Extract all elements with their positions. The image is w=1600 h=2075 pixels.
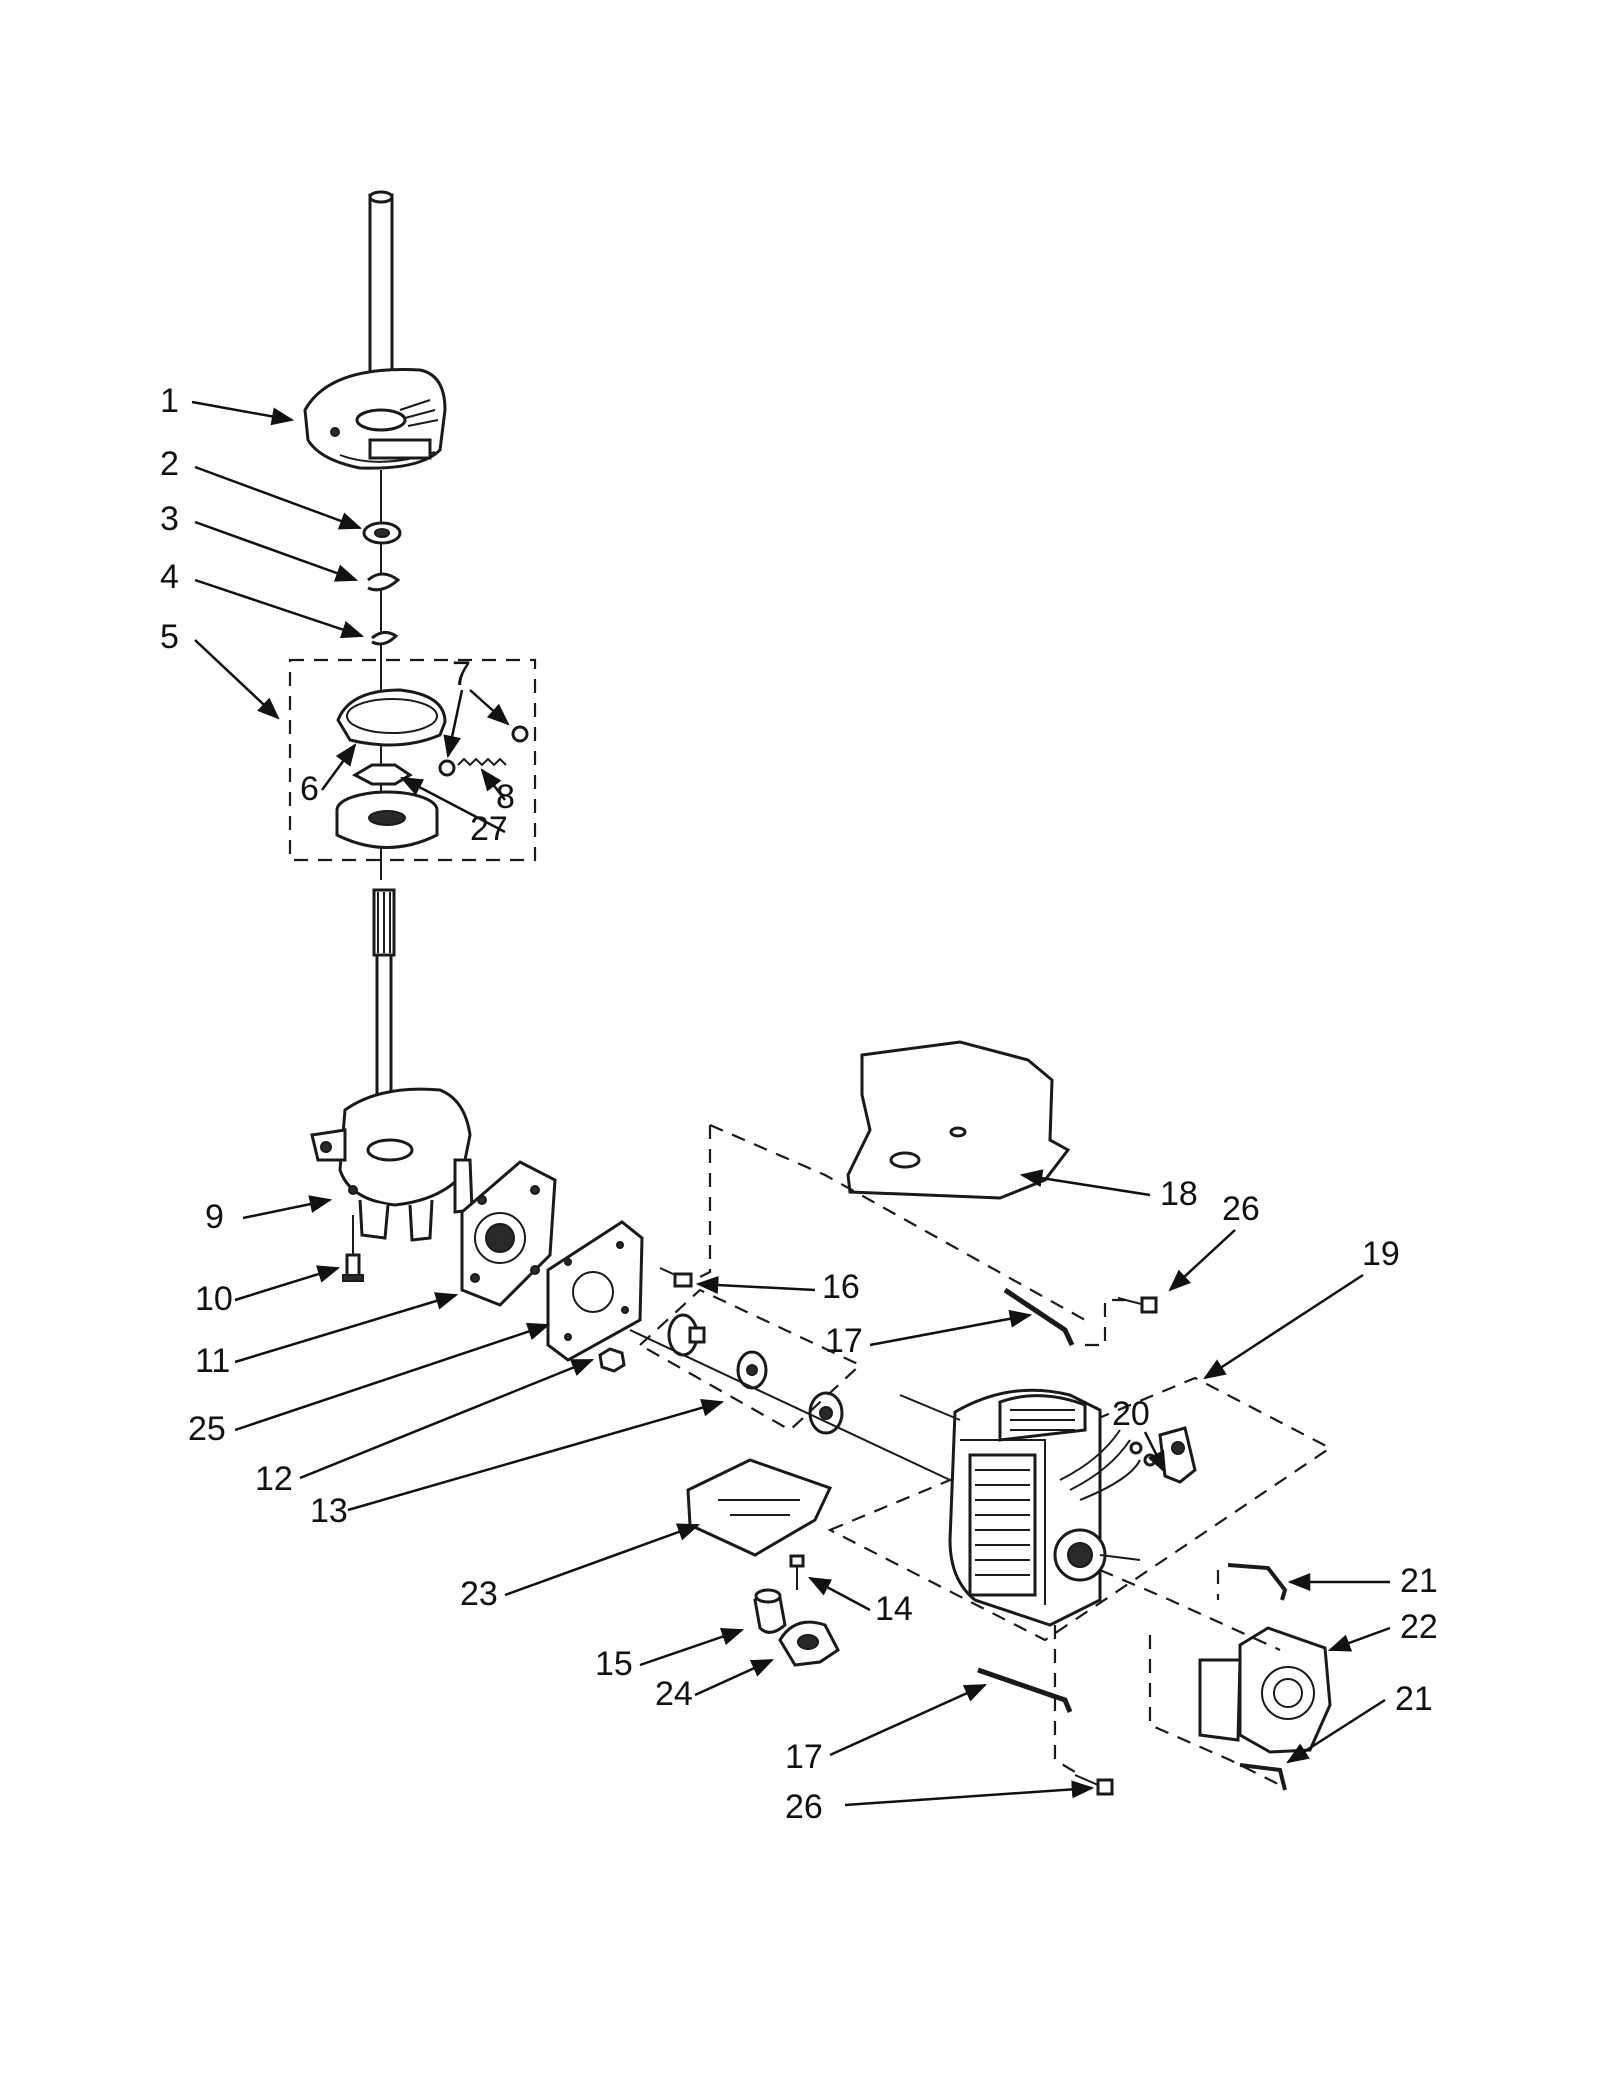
part-17-bracket-lower [977, 1667, 1073, 1713]
callout-11: 11 [195, 1342, 230, 1380]
callout-12: 12 [255, 1460, 293, 1498]
part-20-switch [1129, 1426, 1197, 1484]
callout-25: 25 [188, 1410, 226, 1448]
callout-10: 10 [195, 1280, 233, 1318]
part-25-gasket [546, 1220, 644, 1362]
part-7-8-spring [438, 725, 529, 777]
part-14-screw [789, 1554, 805, 1590]
callout-26-lower: 26 [785, 1788, 823, 1826]
clutch-drum [335, 790, 439, 849]
guide-line-21b [1148, 1635, 1281, 1786]
callout-16: 16 [822, 1268, 860, 1306]
part-27-retainer [351, 763, 413, 786]
motor [899, 1388, 1141, 1627]
callout-7: 7 [452, 655, 471, 693]
callout-5: 5 [160, 618, 179, 656]
part-21-clip-lower [1239, 1763, 1287, 1791]
part-17-bracket-upper [1003, 1287, 1075, 1347]
callout-27: 27 [470, 810, 508, 848]
callout-21-upper: 21 [1400, 1562, 1438, 1600]
guide-line-17 [709, 1123, 1086, 1321]
part-23-shield [686, 1458, 833, 1557]
callout-26-upper: 26 [1222, 1190, 1260, 1228]
callout-13: 13 [310, 1492, 348, 1530]
part-21-clip-upper [1227, 1563, 1288, 1601]
callout-9: 9 [205, 1198, 224, 1236]
guide-line-22 [1099, 1568, 1281, 1652]
callout-1: 1 [160, 382, 179, 420]
upper-shaft [368, 190, 394, 417]
callout-4: 4 [160, 558, 179, 596]
part-19-kit-box [827, 1376, 1333, 1642]
callout-21-lower: 21 [1395, 1680, 1433, 1718]
callout-17-upper: 17 [825, 1322, 863, 1360]
part-15-grommet [753, 1588, 787, 1634]
callout-8: 8 [496, 778, 515, 816]
part-26-screw-upper [1117, 1296, 1158, 1314]
guide-line-17b [1053, 1625, 1081, 1776]
part-18-shield-plate [846, 1040, 1071, 1200]
callout-14: 14 [875, 1590, 913, 1628]
callout-2: 2 [160, 445, 179, 483]
callout-15: 15 [595, 1645, 633, 1683]
callout-17-lower: 17 [785, 1738, 823, 1776]
part-1-brake-cam [303, 368, 447, 470]
part-24-clamp [778, 1620, 840, 1667]
part-13-kit-box [638, 1288, 862, 1432]
callout-19: 19 [1362, 1235, 1400, 1273]
part-2-washer [362, 521, 402, 545]
callout-23: 23 [460, 1575, 498, 1613]
callout-labels: 1 2 3 4 5 6 7 8 27 9 10 11 25 12 13 16 1… [160, 382, 1438, 1826]
part-26-screw-lower [1074, 1774, 1114, 1796]
part-3-ring [367, 572, 401, 592]
part-16-screw [659, 1267, 693, 1288]
lower-shaft [372, 888, 396, 1107]
part-10-screw [342, 1215, 364, 1282]
callout-18: 18 [1160, 1175, 1198, 1213]
part-11-mounting-plate [460, 1160, 557, 1307]
leader-lines [191, 400, 1391, 1807]
callout-6: 6 [300, 770, 319, 808]
part-12-nut [598, 1347, 626, 1373]
callout-20: 20 [1112, 1395, 1150, 1433]
part-9-gearcase [310, 1087, 474, 1242]
part-22-end-shield [1198, 1626, 1332, 1754]
part-13-coupler [629, 1313, 951, 1481]
part-5-kit-box [288, 658, 537, 862]
guide-line-16 [689, 1125, 712, 1283]
callout-24: 24 [655, 1675, 693, 1713]
guide-line-26a [1085, 1298, 1135, 1347]
callout-3: 3 [160, 500, 179, 538]
callout-22: 22 [1400, 1608, 1438, 1646]
part-6-clutch-band [336, 688, 447, 747]
part-4-clip [371, 631, 399, 646]
